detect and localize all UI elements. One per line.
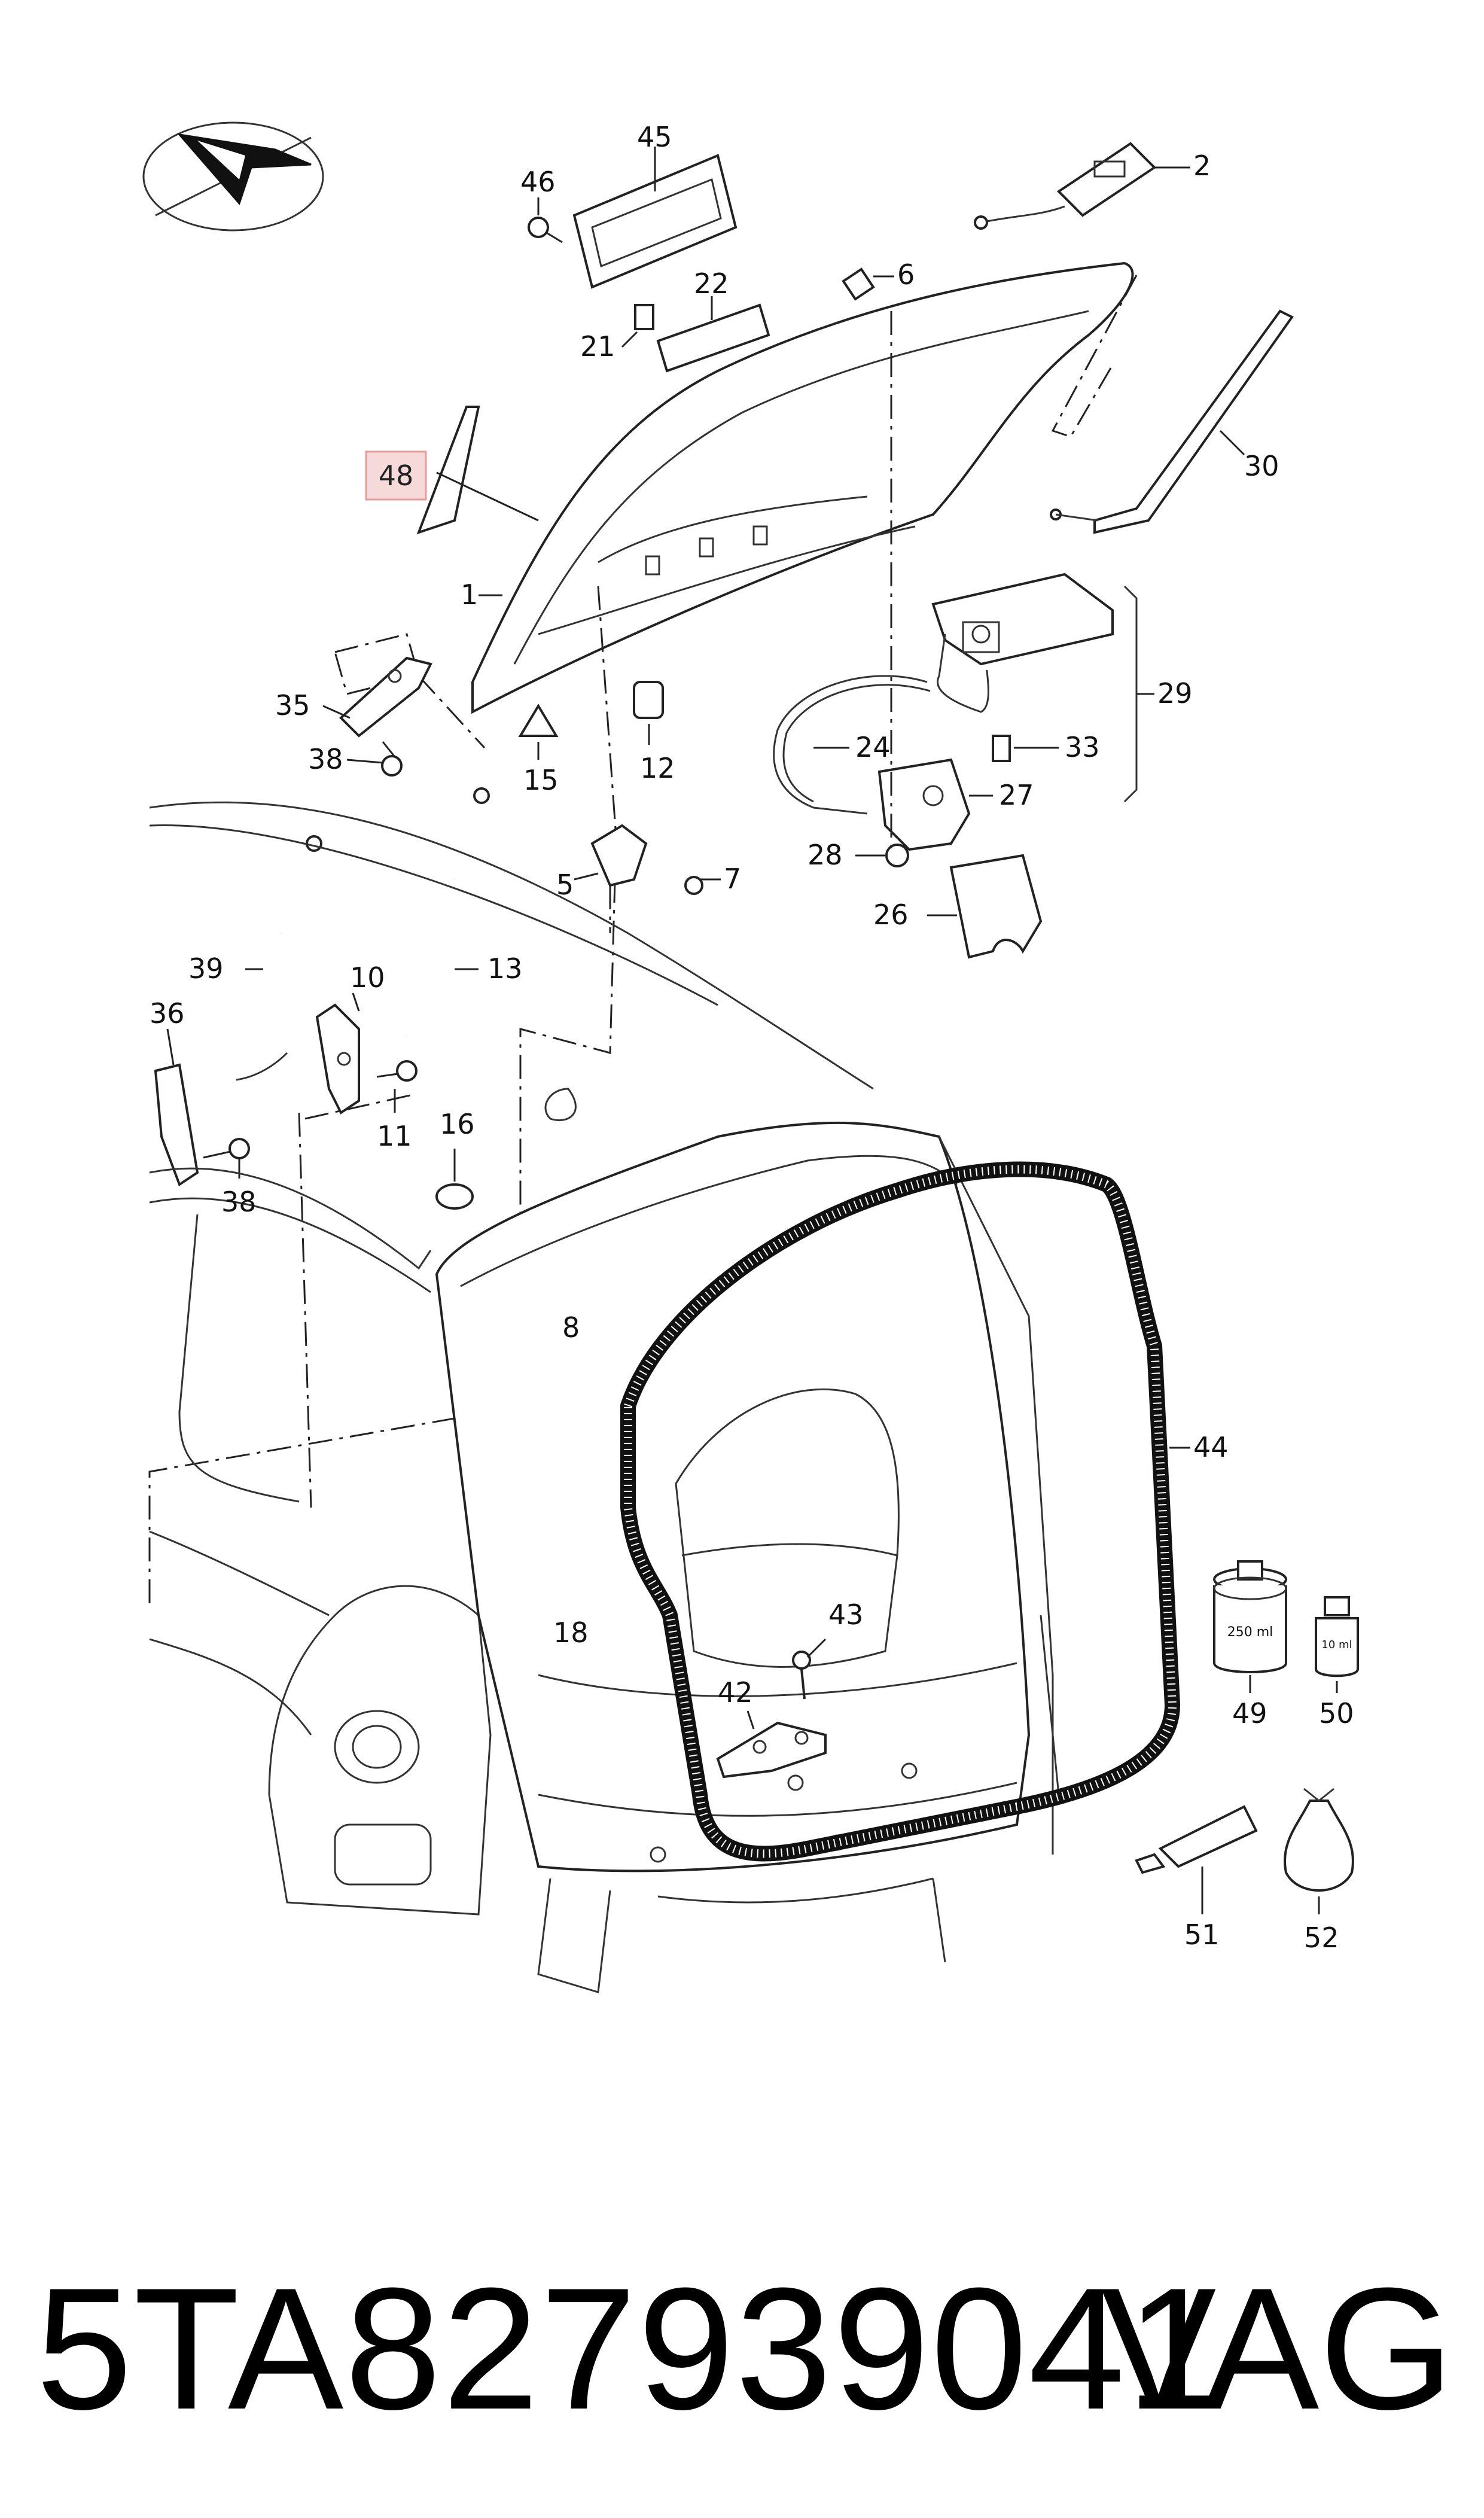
label-16: 16 — [440, 1108, 475, 1140]
part-27-latch — [877, 758, 993, 851]
label-5: 5 — [556, 869, 574, 901]
part-number-labels: 48 1 2 5 6 7 8 10 11 12 13 15 16 18 21 2… — [150, 121, 1354, 1954]
label-43: 43 — [828, 1599, 864, 1631]
label-6: 6 — [897, 258, 915, 291]
label-22: 22 — [694, 267, 729, 300]
footer-caption: 5TA827939041 VAG — [0, 2225, 1484, 2477]
label-13: 13 — [487, 952, 523, 985]
part-46-screw — [528, 197, 563, 243]
label-8: 8 — [562, 1311, 580, 1344]
vehicle-body — [149, 801, 1060, 1993]
label-30: 30 — [1244, 450, 1279, 482]
part-44-door-seal — [620, 1161, 1190, 1862]
part-21-clip — [621, 304, 654, 348]
part-36-hinge — [154, 1028, 199, 1187]
label-27: 27 — [999, 779, 1034, 811]
label-11: 11 — [377, 1120, 412, 1152]
label-10: 10 — [350, 961, 385, 994]
label-1: 1 — [461, 578, 478, 611]
part-28-nut — [855, 844, 909, 867]
part-11-bolt — [376, 1060, 418, 1113]
label-48: 48 — [379, 459, 414, 492]
label-35: 35 — [275, 689, 310, 721]
label-33: 33 — [1065, 731, 1100, 763]
label-2: 2 — [1193, 150, 1211, 182]
manufacturer-logo-icon — [142, 121, 324, 232]
part-24-cable — [773, 675, 931, 815]
highlighted-part-48-box — [365, 450, 427, 501]
label-45: 45 — [637, 121, 672, 153]
bottle-small-volume-label: 10 ml — [1321, 1639, 1352, 1651]
label-28: 28 — [807, 839, 843, 871]
label-18: 18 — [553, 1616, 589, 1649]
label-36: 36 — [150, 997, 185, 1030]
part-38-bolt-upper — [346, 741, 403, 777]
part-45-handle-trim — [572, 147, 738, 289]
label-38-upper: 38 — [308, 743, 343, 775]
label-44: 44 — [1193, 1431, 1229, 1463]
part-12-buffer — [633, 681, 664, 745]
part-39-gas-strut — [226, 835, 322, 1085]
exploded-parts-diagram: 250 ml 10 ml 48 1 2 5 6 7 8 10 11 12 13 … — [142, 121, 1359, 1993]
part-35-hinge — [322, 656, 432, 738]
label-12: 12 — [640, 752, 675, 784]
part-7-bolt — [684, 876, 721, 895]
part-16-grommet — [435, 1149, 474, 1210]
part-2-switch — [974, 142, 1190, 230]
label-50: 50 — [1319, 1697, 1354, 1730]
label-49: 49 — [1232, 1697, 1267, 1730]
brand-text: VAG — [1101, 2252, 1454, 2446]
part-51-tube — [1135, 1805, 1258, 1914]
part-6-buffer — [842, 267, 894, 301]
label-38-lower: 38 — [221, 1186, 257, 1218]
part-15-clip — [518, 704, 559, 760]
part-52-bag — [1284, 1788, 1354, 1914]
part-10-hinge-bracket — [315, 992, 360, 1115]
part-50-bottle-small: 10 ml — [1315, 1596, 1359, 1693]
part-13-gas-strut — [399, 787, 490, 1037]
bottle-large-volume-label: 250 ml — [1227, 1625, 1273, 1640]
part-43-screw — [792, 1638, 827, 1700]
part-48-trim-strip — [416, 406, 539, 535]
label-42: 42 — [718, 1676, 753, 1709]
label-21: 21 — [580, 330, 615, 363]
part-22-pad — [656, 296, 770, 373]
part-33-sensor — [992, 735, 1059, 762]
label-51: 51 — [1184, 1919, 1220, 1951]
label-29: 29 — [1157, 677, 1193, 710]
part-5-bracket — [574, 824, 648, 887]
label-39: 39 — [188, 952, 224, 985]
part-26-cover — [927, 854, 1043, 959]
part-number-text: 5TA827939041 — [36, 2252, 1224, 2446]
label-52: 52 — [1304, 1922, 1339, 1954]
label-15: 15 — [523, 764, 559, 796]
label-46: 46 — [520, 166, 556, 198]
tailgate-panel — [471, 261, 1134, 714]
part-30-wiring-strip — [1050, 309, 1294, 534]
part-42-strike-plate — [716, 1710, 827, 1779]
label-7: 7 — [724, 863, 741, 895]
part-49-bottle-large: 250 ml — [1213, 1560, 1287, 1693]
label-24: 24 — [855, 731, 891, 763]
part-29-lock-motor — [931, 573, 1154, 803]
label-26: 26 — [873, 899, 909, 931]
part-38-bolt-lower — [203, 1138, 250, 1179]
